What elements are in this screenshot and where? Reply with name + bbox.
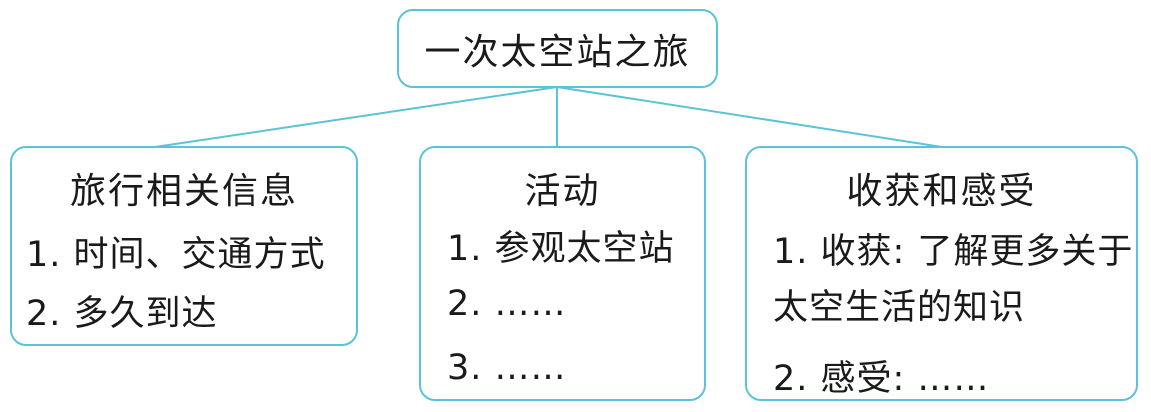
activities-title: 活动 [524,171,601,212]
connector-to-travel-info [154,86,558,148]
travel-info-item-2: 2. 多久到达 [26,294,218,334]
feelings-item-2: 2. 感受: …… [773,359,990,399]
gains-item-1-continued: 太空生活的知识 [773,288,1026,328]
root-topic-label: 一次太空站之旅 [424,31,691,73]
root-topic-box: 一次太空站之旅 [397,9,718,88]
activities-box: 活动 1. 参观太空站 2. …… 3. …… [419,146,706,401]
connector-to-gains [556,86,943,148]
gains-feelings-title: 收获和感受 [846,171,1037,212]
travel-info-item-1: 1. 时间、交通方式 [26,235,326,275]
activities-item-1: 1. 参观太空站 [447,229,675,269]
travel-info-box: 旅行相关信息 1. 时间、交通方式 2. 多久到达 [10,146,358,346]
travel-info-title: 旅行相关信息 [69,171,298,212]
gains-item-1: 1. 收获: 了解更多关于 [773,232,1134,272]
activities-item-3: 3. …… [447,348,567,388]
gains-feelings-box: 收获和感受 1. 收获: 了解更多关于 太空生活的知识 2. 感受: …… [745,146,1138,401]
activities-item-2: 2. …… [447,284,567,324]
